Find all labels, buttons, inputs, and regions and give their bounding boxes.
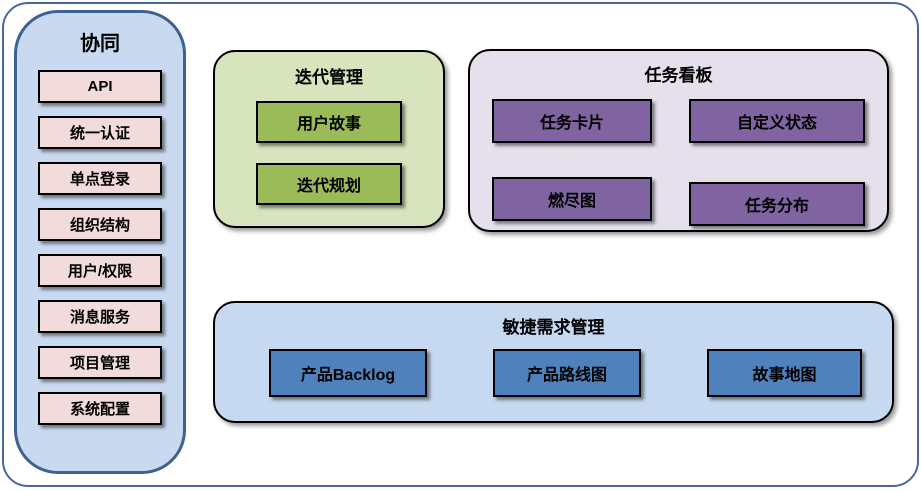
item-task-distribution: 任务分布 [689, 182, 865, 226]
item-user-story: 用户故事 [256, 101, 402, 143]
item-product-roadmap: 产品路线图 [493, 349, 641, 397]
sidebar-item-unified-auth: 统一认证 [38, 116, 162, 149]
taskboard-panel-title: 任务看板 [644, 66, 713, 85]
agile-panel-title: 敏捷需求管理 [502, 318, 605, 337]
item-story-map: 故事地图 [707, 349, 862, 397]
sidebar-item-system-config: 系统配置 [38, 392, 162, 425]
iteration-panel-title: 迭代管理 [295, 68, 363, 87]
sidebar-collaboration-panel: 协同 API 统一认证 单点登录 组织结构 用户/权限 消息服务 项目管理 系统… [14, 10, 186, 474]
sidebar-item-project-management: 项目管理 [38, 346, 162, 379]
agile-requirements-panel: 敏捷需求管理 产品Backlog 产品路线图 故事地图 [213, 301, 894, 423]
iteration-item-list: 用户故事 迭代规划 [215, 101, 443, 205]
agile-item-list: 产品Backlog 产品路线图 故事地图 [215, 349, 892, 397]
task-board-panel: 任务看板 任务卡片 自定义状态 燃尽图 任务分布 [468, 49, 889, 232]
item-product-backlog: 产品Backlog [269, 349, 427, 397]
sidebar-item-list: API 统一认证 单点登录 组织结构 用户/权限 消息服务 项目管理 系统配置 [17, 70, 183, 425]
item-burndown-chart: 燃尽图 [492, 177, 652, 221]
sidebar-item-sso: 单点登录 [38, 162, 162, 195]
sidebar-title: 协同 [80, 33, 120, 55]
iteration-management-panel: 迭代管理 用户故事 迭代规划 [213, 50, 445, 228]
item-task-card: 任务卡片 [492, 99, 652, 143]
taskboard-item-grid: 任务卡片 自定义状态 燃尽图 任务分布 [470, 99, 887, 226]
sidebar-item-api: API [38, 70, 162, 103]
sidebar-item-org-structure: 组织结构 [38, 208, 162, 241]
item-iteration-planning: 迭代规划 [256, 163, 402, 205]
item-custom-status: 自定义状态 [689, 99, 865, 143]
sidebar-item-message-service: 消息服务 [38, 300, 162, 333]
sidebar-item-user-permission: 用户/权限 [38, 254, 162, 287]
